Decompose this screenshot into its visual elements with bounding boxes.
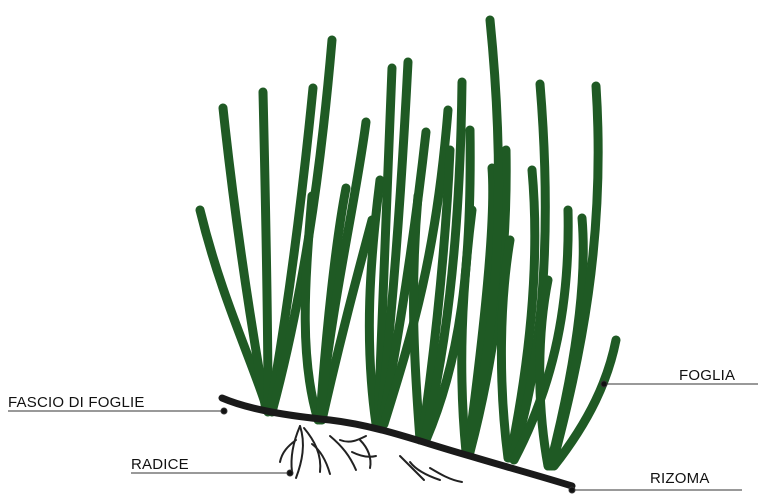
label-leaf-bundle: FASCIO DI FOGLIE (8, 394, 145, 411)
leaf-blade (501, 240, 510, 458)
root (352, 452, 376, 457)
label-rhizome: RIZOMA (650, 470, 710, 487)
root (291, 426, 300, 472)
leader-dot-leaf-bundle (221, 408, 227, 414)
leader-dot-rhizome (569, 487, 575, 493)
label-root: RADICE (131, 456, 189, 473)
root (400, 456, 424, 480)
label-leaf: FOGLIA (679, 367, 735, 384)
leaf-blade (223, 108, 266, 410)
roots-group (280, 426, 462, 482)
leader-dot-root (287, 470, 293, 476)
root (360, 440, 371, 468)
leader-dot-leaf (601, 381, 607, 387)
leaf-blade (263, 92, 268, 410)
leaf-blade (305, 196, 318, 420)
root (430, 468, 462, 482)
leaves-group (200, 20, 616, 466)
